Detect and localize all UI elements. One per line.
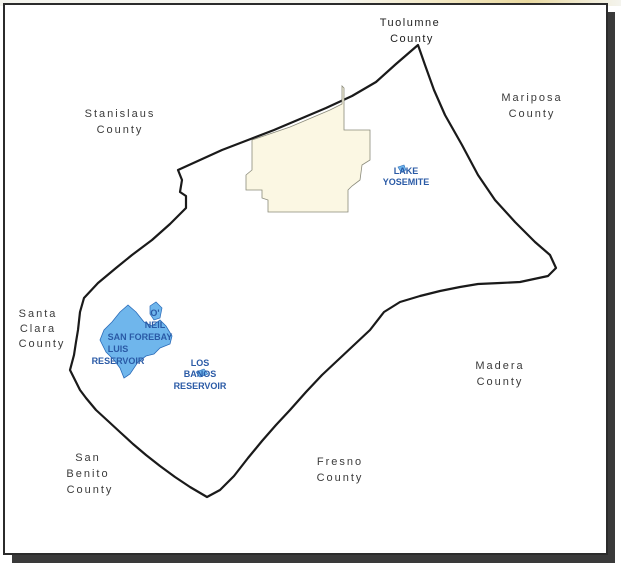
- city-area: [245, 85, 371, 213]
- santa-clara-line-3: County: [19, 338, 66, 350]
- o-neill-line-1: O': [150, 308, 159, 318]
- frame-shadow-right: [608, 12, 615, 563]
- madera-line-2: County: [477, 376, 524, 388]
- fresno-county-label: Fresno County: [317, 456, 364, 484]
- san-luis-forebay-line-1: SAN FOREBAY: [108, 332, 173, 342]
- fresno-line-2: County: [317, 472, 364, 484]
- los-banos-line-2: BANOS: [184, 369, 217, 379]
- san-luis-reservoir-water: [99, 304, 173, 379]
- san-benito-county-label: San Benito County: [66, 452, 114, 496]
- o-neill-forebay-water: [149, 301, 163, 321]
- lake-yosemite-line-1: LAKE: [394, 166, 419, 176]
- san-luis-reservoir-line-2: RESERVOIR: [92, 356, 145, 366]
- los-banos-line-1: LOS: [191, 358, 210, 368]
- los-banos-line-3: RESERVOIR: [174, 381, 227, 391]
- tuolumne-line-2: County: [390, 33, 434, 45]
- san-benito-line-1: San: [75, 452, 101, 464]
- san-luis-reservoir-label: LUIS RESERVOIR: [92, 344, 145, 366]
- los-banos-reservoir-water: [195, 368, 209, 378]
- mariposa-line-2: County: [509, 108, 556, 120]
- madera-county-label: Madera County: [475, 360, 524, 388]
- san-luis-reservoir-line-1: LUIS: [108, 344, 129, 354]
- santa-clara-line-1: Santa: [19, 308, 58, 320]
- san-luis-forebay-label: SAN FOREBAY: [108, 332, 173, 342]
- frame-shadow-bottom: [12, 555, 615, 563]
- san-benito-line-3: County: [67, 484, 114, 496]
- stanislaus-line-1: Stanislaus: [85, 108, 156, 120]
- lake-yosemite-label: LAKE YOSEMITE: [383, 166, 430, 187]
- stanislaus-county-label: Stanislaus County: [85, 108, 156, 136]
- lake-yosemite-water: [397, 164, 407, 173]
- stanislaus-line-2: County: [97, 124, 144, 136]
- lake-yosemite-line-2: YOSEMITE: [383, 177, 430, 187]
- san-benito-line-2: Benito: [66, 468, 109, 480]
- santa-clara-line-2: Clara: [20, 323, 56, 335]
- county-boundary: [68, 43, 558, 499]
- los-banos-reservoir-label: LOS BANOS RESERVOIR: [174, 358, 227, 391]
- santa-clara-county-label: Santa Clara County: [19, 308, 66, 350]
- o-neill-line-2: NEIL: [145, 320, 166, 330]
- o-neill-label: O' NEIL: [145, 308, 166, 330]
- mariposa-line-1: Mariposa: [501, 92, 562, 104]
- tuolumne-county-label: Tuolumne County: [380, 17, 441, 45]
- mariposa-county-label: Mariposa County: [501, 92, 562, 120]
- madera-line-1: Madera: [475, 360, 524, 372]
- fresno-line-1: Fresno: [317, 456, 363, 468]
- tuolumne-line-1: Tuolumne: [380, 17, 441, 29]
